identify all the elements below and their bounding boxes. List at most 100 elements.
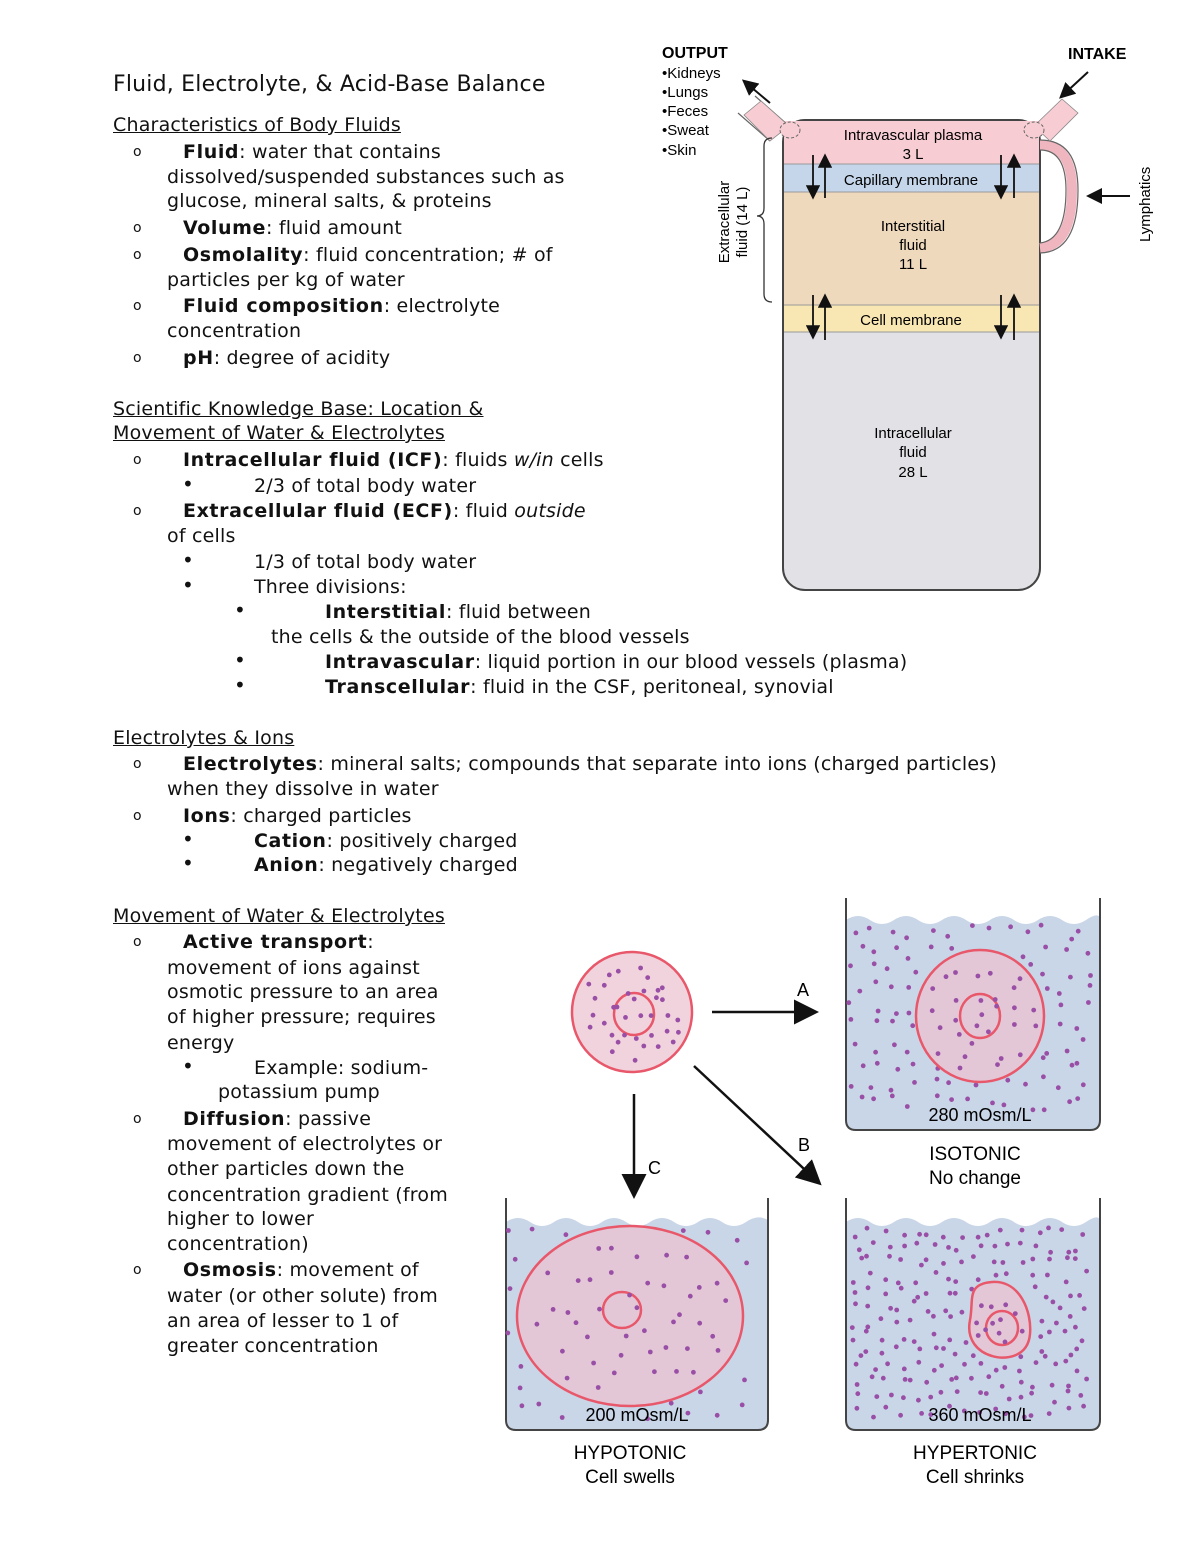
solute-particle bbox=[874, 1394, 880, 1399]
solute-particle bbox=[1003, 1302, 1009, 1308]
solute-particle bbox=[564, 1375, 570, 1381]
solute-particle bbox=[887, 1244, 893, 1250]
solute-particle bbox=[1084, 1376, 1089, 1382]
solute-particle bbox=[559, 1415, 565, 1420]
solute-particle bbox=[1063, 1279, 1069, 1285]
solute-particle bbox=[1077, 1293, 1082, 1298]
solute-particle bbox=[586, 981, 592, 987]
solute-particle bbox=[904, 1104, 910, 1109]
definition-anion: Anion: negatively charged bbox=[254, 853, 518, 878]
solute-particle bbox=[975, 1277, 981, 1283]
solute-particle bbox=[993, 1367, 999, 1373]
solute-particle bbox=[563, 1232, 569, 1238]
solute-particle bbox=[1037, 1230, 1043, 1236]
solute-particle bbox=[606, 972, 612, 978]
solute-particle bbox=[860, 1063, 866, 1069]
solute-particles bbox=[505, 1226, 749, 1422]
solute-particle bbox=[1025, 929, 1031, 935]
solute-particle bbox=[949, 1377, 955, 1382]
definition-text: : fluid in the CSF, peritoneal, synovial bbox=[470, 676, 834, 698]
solute-particle bbox=[1020, 954, 1026, 960]
solute-particle bbox=[675, 1017, 681, 1023]
solute-particle bbox=[1074, 1026, 1080, 1031]
solute-particle bbox=[634, 1305, 640, 1311]
solute-particle bbox=[873, 979, 879, 985]
solute-particle bbox=[869, 1374, 875, 1380]
solute-particle bbox=[550, 1307, 556, 1312]
solute-particle bbox=[993, 1406, 999, 1412]
solute-particle bbox=[1064, 1048, 1070, 1054]
solute-particle bbox=[868, 1085, 874, 1090]
list-bullet-dot: • bbox=[234, 673, 246, 697]
ecf-label: fluid (14 L) bbox=[734, 187, 751, 258]
solute-particle bbox=[907, 1377, 913, 1383]
solute-particle bbox=[623, 1333, 629, 1339]
solute-particle bbox=[668, 1400, 674, 1406]
intake-label: INTAKE bbox=[1068, 46, 1127, 63]
solute-particle bbox=[871, 949, 877, 955]
solute-particle bbox=[1046, 1411, 1052, 1416]
solute-particle bbox=[573, 1320, 579, 1326]
solute-particle bbox=[615, 1039, 621, 1045]
solute-particle bbox=[858, 1353, 864, 1358]
solute-particle bbox=[887, 1253, 892, 1259]
section-heading-location-2: Movement of Water & Electrolytes bbox=[113, 422, 445, 444]
solute-particle bbox=[974, 1023, 980, 1029]
solute-particle bbox=[923, 1257, 929, 1263]
solute-particle bbox=[1087, 983, 1093, 988]
solute-particle bbox=[956, 1032, 962, 1037]
intake-arrow bbox=[1059, 71, 1089, 99]
solute-particle bbox=[645, 1416, 650, 1422]
solute-particle bbox=[505, 1330, 511, 1336]
solute-particle bbox=[609, 1245, 614, 1251]
solute-particle bbox=[585, 1334, 590, 1340]
solute-particle bbox=[691, 1369, 696, 1375]
solute-particle bbox=[894, 1307, 900, 1313]
iso-description: No change bbox=[929, 1168, 1021, 1189]
ecf-brace bbox=[756, 137, 773, 303]
solute-particle bbox=[1062, 1328, 1068, 1334]
solute-particle bbox=[1042, 1353, 1048, 1359]
definition-ph: pH: degree of acidity bbox=[183, 346, 390, 371]
icf-label: fluid bbox=[899, 444, 927, 461]
solute-particle bbox=[949, 946, 955, 951]
solute-particle bbox=[1067, 1314, 1073, 1319]
solute-particle bbox=[935, 1051, 941, 1056]
solute-particle bbox=[705, 1229, 711, 1235]
definition-text: : electrolyte bbox=[383, 295, 500, 317]
output-item: •Kidneys bbox=[662, 65, 721, 82]
solute-particle bbox=[889, 1392, 894, 1398]
solute-particle bbox=[1030, 1272, 1036, 1278]
definition-text: : bbox=[367, 931, 374, 953]
solute-particle bbox=[1067, 1099, 1072, 1105]
list-bullet-circle: o bbox=[133, 756, 142, 772]
definition-text: : movement of bbox=[276, 1259, 419, 1281]
solute-particle bbox=[507, 1286, 513, 1291]
solute-particle bbox=[901, 1395, 906, 1401]
solute-particle bbox=[904, 935, 909, 941]
solute-particle bbox=[1039, 1318, 1045, 1324]
solute-particle bbox=[916, 1359, 922, 1365]
solute-particle bbox=[1069, 936, 1075, 942]
solute-particle bbox=[888, 1087, 894, 1093]
definition-text: : fluid between bbox=[445, 601, 591, 623]
solute-particle bbox=[873, 1049, 878, 1055]
solute-particle bbox=[910, 1061, 916, 1067]
cell-nucleus bbox=[958, 992, 1002, 1040]
ecf-label: Extracellular bbox=[716, 181, 733, 264]
solute-particle bbox=[946, 1245, 951, 1250]
solute-particle bbox=[685, 1410, 691, 1416]
definition-text: movement of ions against bbox=[167, 957, 420, 979]
output-item: •Skin bbox=[662, 142, 696, 159]
lymphatic-handle bbox=[1039, 140, 1078, 253]
solute-particle bbox=[965, 1096, 970, 1102]
list-bullet-circle: o bbox=[133, 452, 142, 468]
solute-particles bbox=[846, 922, 1093, 1113]
solute-particle bbox=[597, 1306, 602, 1312]
solute-particle bbox=[1080, 1232, 1086, 1237]
solute-particle bbox=[892, 1042, 897, 1048]
solute-particle bbox=[914, 1240, 920, 1246]
solute-particle bbox=[893, 1344, 899, 1350]
solute-particle bbox=[1084, 1268, 1089, 1274]
